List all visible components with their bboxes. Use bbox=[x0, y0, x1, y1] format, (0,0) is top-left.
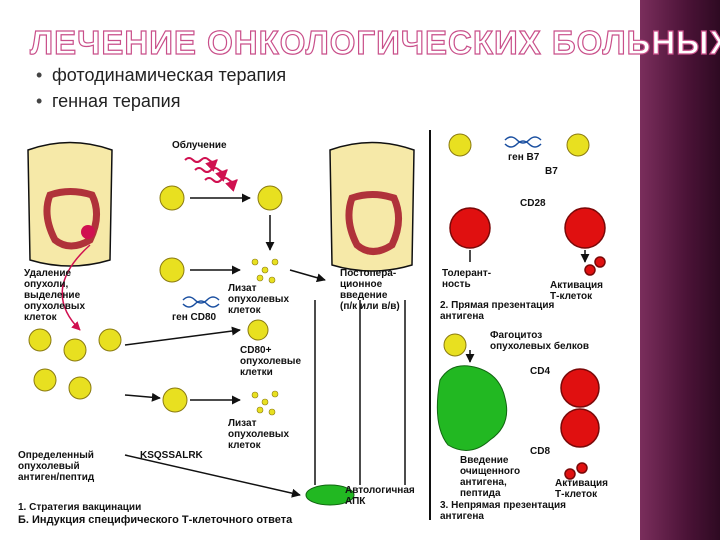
label-irradiation: Облучение bbox=[172, 140, 227, 151]
label-cd28: CD28 bbox=[520, 198, 546, 209]
label-postop: Постопера- ционное введение (п/к или в/в… bbox=[340, 268, 400, 312]
label-peptide-seq: KSQSSALRK bbox=[140, 450, 203, 461]
label-indirect-presentation: 3. Непрямая презентация антигена bbox=[440, 500, 566, 522]
patient-torso-right bbox=[329, 141, 415, 272]
caption-induction: Б. Индукция специфического Т-клеточного … bbox=[18, 514, 293, 526]
patient-torso-left bbox=[27, 141, 113, 267]
page-title: ЛЕЧЕНИЕ ОНКОЛОГИЧЕСКИХ БОЛЬНЫХ bbox=[29, 23, 720, 61]
label-cd8: CD8 bbox=[530, 446, 551, 457]
apc-cells bbox=[305, 365, 508, 506]
label-gene-b7: ген B7 bbox=[508, 152, 540, 163]
label-b7: B7 bbox=[545, 166, 558, 177]
bullet-list: фотодинамическая терапия генная терапия bbox=[52, 62, 286, 114]
removal-arrow bbox=[61, 244, 91, 331]
lysate-dots bbox=[251, 258, 279, 416]
label-purified-antigen: Введение очищенного антигена, пептида bbox=[460, 455, 521, 499]
caption-strategy: 1. Стратегия вакцинации bbox=[18, 502, 142, 513]
side-decoration-bar bbox=[640, 0, 720, 540]
flow-arrows bbox=[124, 193, 590, 498]
label-autologous: Автологичная АПК bbox=[345, 485, 415, 507]
label-lysate-1: Лизат опухолевых клеток bbox=[228, 283, 290, 316]
label-activation-1: Активация Т-клеток bbox=[550, 280, 603, 302]
label-cd4: CD4 bbox=[530, 366, 551, 377]
tumor-cell-group bbox=[28, 133, 590, 413]
label-cd80-cells: CD80+ опухолевые клетки bbox=[240, 345, 302, 378]
bullet-item: генная терапия bbox=[52, 88, 286, 114]
label-activation-2: Активация Т-клеток bbox=[555, 478, 608, 500]
label-tolerance: Толерант- ность bbox=[442, 268, 492, 290]
label-lysate-2: Лизат опухолевых клеток bbox=[228, 418, 290, 451]
label-removal: Удаление опухоли, выделение опухолевых к… bbox=[24, 268, 86, 323]
irradiation-waves bbox=[184, 157, 238, 192]
dna-symbols bbox=[182, 136, 542, 308]
label-phagocytosis: Фагоцитоз опухолевых белков bbox=[490, 330, 590, 352]
label-antigen: Определенный опухолевый антиген/пептид bbox=[18, 450, 95, 483]
bullet-item: фотодинамическая терапия bbox=[52, 62, 286, 88]
t-cell-group bbox=[449, 207, 606, 480]
label-direct-presentation: 2. Прямая презентация антигена bbox=[440, 300, 555, 322]
label-gene-cd80: ген CD80 bbox=[172, 312, 217, 323]
